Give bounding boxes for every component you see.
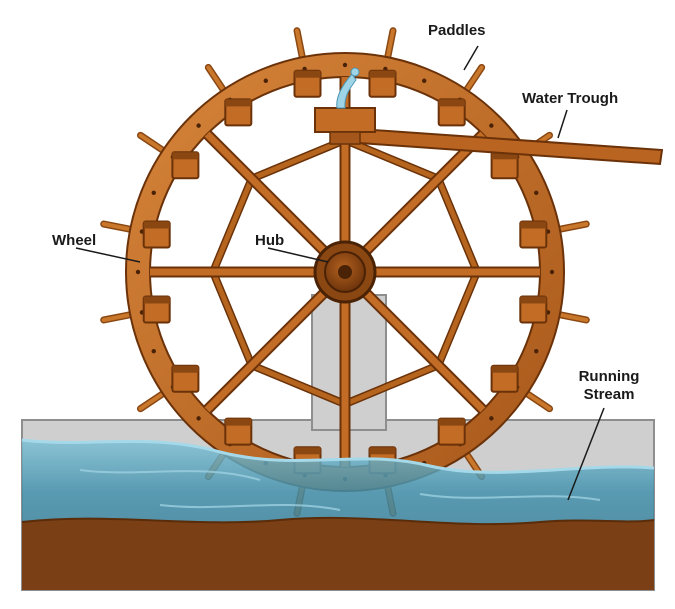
- paddle: [142, 220, 171, 249]
- label-paddles: Paddles: [428, 22, 486, 39]
- paddle: [490, 151, 519, 180]
- rim-bolt: [151, 190, 156, 195]
- spoke: [342, 131, 486, 275]
- rim-bolt: [422, 78, 427, 83]
- paddle-peg-highlight: [101, 312, 134, 322]
- paddle-peg-highlight: [524, 391, 552, 411]
- paddle-bucket-band: [225, 99, 252, 107]
- rim-bolt: [489, 416, 494, 421]
- rim-bolt: [196, 123, 201, 128]
- rim-bolt: [489, 123, 494, 128]
- paddle-bucket-band: [294, 70, 321, 78]
- wheel-leader: [75, 247, 141, 263]
- hub-leader: [267, 247, 329, 263]
- paddle: [490, 364, 519, 393]
- rim-bolt: [196, 416, 201, 421]
- label-running-stream: Running Stream: [572, 368, 646, 404]
- paddle-bucket-band: [491, 365, 518, 373]
- paddle: [171, 364, 200, 393]
- paddles-leader: [463, 45, 479, 71]
- rim-bolt: [342, 62, 348, 68]
- paddle: [437, 98, 466, 127]
- paddle-bucket-band: [369, 447, 396, 455]
- running-stream-leader: [567, 407, 605, 501]
- rim-bolt: [534, 190, 539, 195]
- paddle-peg-highlight: [101, 222, 134, 232]
- paddle: [368, 69, 397, 98]
- spoke: [204, 269, 348, 413]
- spoke: [342, 269, 486, 413]
- paddle: [519, 295, 548, 324]
- rim-bolt: [263, 78, 268, 83]
- paddle-bucket-band: [143, 296, 170, 304]
- paddle-peg-highlight: [556, 222, 589, 232]
- label-wheel: Wheel: [52, 232, 97, 249]
- label-running-stream-line1: Running: [578, 368, 640, 385]
- rim-bolt: [549, 269, 555, 275]
- paddle: [171, 151, 200, 180]
- paddle-bucket-band: [438, 418, 465, 426]
- paddle: [224, 98, 253, 127]
- paddle-peg-highlight: [464, 65, 484, 93]
- paddle-bucket-band: [369, 70, 396, 78]
- paddle: [142, 295, 171, 324]
- paddle-peg-highlight: [556, 312, 589, 322]
- paddle-bucket-band: [491, 152, 518, 160]
- paddle-peg-highlight: [138, 391, 166, 411]
- paddle-bucket-band: [438, 99, 465, 107]
- water-trough: [314, 67, 664, 166]
- paddle: [293, 69, 322, 98]
- paddle: [224, 417, 253, 446]
- paddle-bucket-band: [520, 221, 547, 229]
- rim-bolt: [151, 349, 156, 354]
- axle: [338, 265, 352, 279]
- label-hub: Hub: [255, 232, 285, 249]
- spoke: [204, 131, 348, 275]
- paddle-peg-highlight: [138, 133, 166, 153]
- paddle-peg-highlight: [206, 65, 226, 93]
- river-bed: [21, 516, 655, 590]
- paddle-bucket-band: [225, 418, 252, 426]
- paddle-bucket-band: [520, 296, 547, 304]
- paddle: [519, 220, 548, 249]
- paddle-peg-highlight: [385, 28, 395, 61]
- paddle-bucket-band: [172, 365, 199, 373]
- label-water-trough: Water Trough: [522, 90, 619, 107]
- water-wheel: [100, 27, 590, 517]
- label-running-stream-line2: Stream: [583, 386, 635, 403]
- rim-bolt: [135, 269, 141, 275]
- paddle-bucket-band: [294, 447, 321, 455]
- paddle: [437, 417, 466, 446]
- paddle-bucket-band: [143, 221, 170, 229]
- leader-lines: [75, 45, 605, 501]
- rim-bolt: [534, 349, 539, 354]
- water-trough-leader: [557, 109, 568, 139]
- paddle-peg-highlight: [295, 28, 305, 61]
- paddle-bucket-band: [172, 152, 199, 160]
